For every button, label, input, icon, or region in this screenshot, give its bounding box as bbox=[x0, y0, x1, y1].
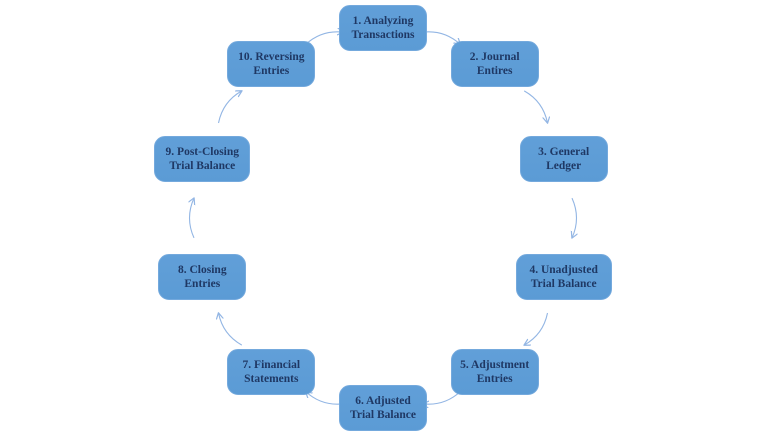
cycle-step-3: 3. General Ledger bbox=[519, 136, 608, 183]
flow-arrow-2-3 bbox=[523, 90, 547, 123]
cycle-step-8: 8. Closing Entries bbox=[158, 253, 247, 300]
flow-arrow-4-5 bbox=[524, 312, 549, 345]
flow-arrow-10-1 bbox=[305, 32, 344, 45]
cycle-step-1: 1. Analyzing Transactions bbox=[339, 5, 427, 51]
cycle-step-10: 10. Reversing Entries bbox=[227, 41, 316, 88]
cycle-step-2: 2. Journal Entires bbox=[450, 41, 539, 88]
flow-arrow-8-9 bbox=[190, 198, 195, 239]
cycle-step-5: 5. Adjustment Entries bbox=[450, 348, 539, 395]
cycle-step-9: 9. Post-Closing Trial Balance bbox=[154, 136, 251, 183]
flow-arrow-9-10 bbox=[217, 91, 242, 124]
cycle-step-4: 4. Unadjusted Trial Balance bbox=[515, 253, 612, 300]
cycle-step-7: 7. Financial Statements bbox=[227, 348, 316, 395]
flow-arrow-6-7 bbox=[306, 392, 344, 405]
cycle-step-6: 6. Adjusted Trial Balance bbox=[339, 385, 427, 431]
flow-arrow-5-6 bbox=[423, 391, 461, 405]
flow-arrow-7-8 bbox=[219, 313, 243, 346]
flow-arrow-3-4 bbox=[572, 197, 577, 238]
